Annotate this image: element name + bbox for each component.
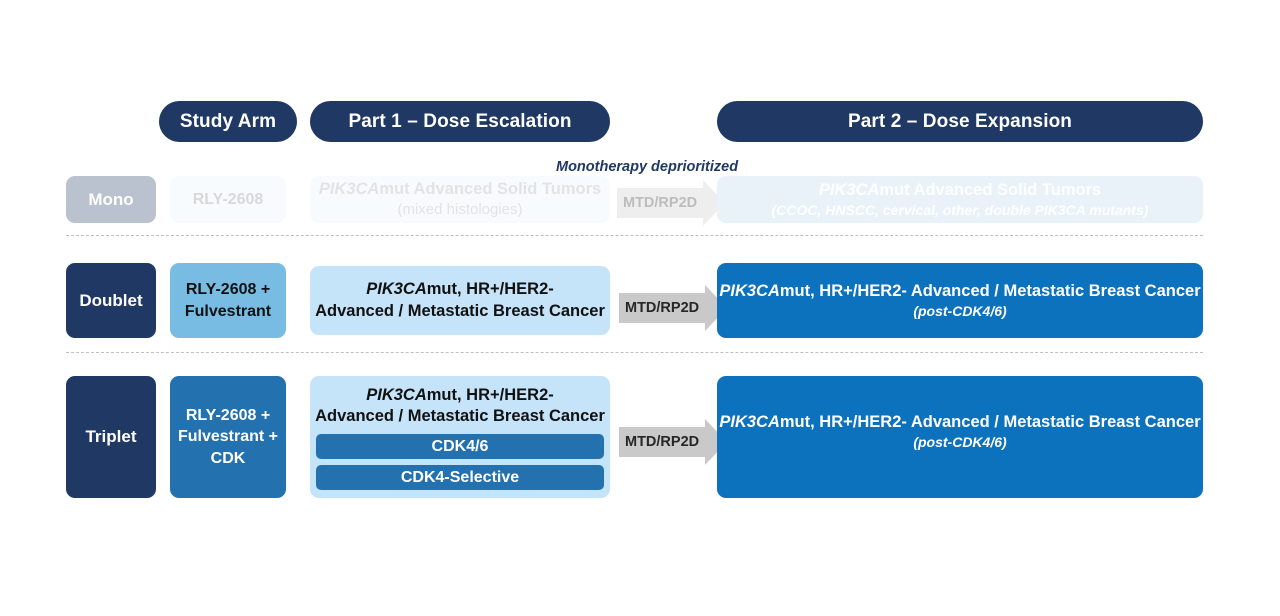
part2-note-mono: (CCOC, HNSCC, cervical, other, double PI… — [771, 202, 1149, 219]
part1-title-doublet: PIK3CAmut, HR+/HER2- — [366, 279, 554, 300]
part2-title-rest: mut, HR+/HER2- Advanced / Metastatic Bre… — [779, 413, 1201, 431]
part2-title-doublet: PIK3CAmut, HR+/HER2- Advanced / Metastat… — [719, 281, 1200, 302]
gene-name: PIK3CA — [366, 386, 427, 404]
gene-name: PIK3CA — [366, 280, 427, 299]
part1-title-triplet: PIK3CAmut, HR+/HER2- — [366, 385, 554, 406]
arrow-label: MTD/RP2D — [617, 188, 704, 218]
column-header-study-arm: Study Arm — [159, 101, 297, 142]
part1-note-mono: (mixed histologies) — [397, 201, 523, 219]
part1-subtitle-doublet: Advanced / Metastatic Breast Cancer — [315, 301, 605, 320]
gene-name: PIK3CA — [318, 180, 380, 199]
arrow-label: MTD/RP2D — [619, 293, 706, 323]
part1-title-rest: mut Advanced Solid Tumors — [379, 180, 602, 199]
part1-title-mono: PIK3CAmut Advanced Solid Tumors — [319, 179, 601, 200]
monotherapy-deprioritized-note: Monotherapy deprioritized — [556, 159, 739, 175]
arm-label-triplet: Triplet — [66, 376, 156, 498]
part2-title-rest: mut, HR+/HER2- Advanced / Metastatic Bre… — [779, 281, 1201, 300]
part2-note-triplet: (post-CDK4/6) — [913, 434, 1007, 451]
arrow-label: MTD/RP2D — [619, 427, 706, 457]
part1-subtitle-triplet: Advanced / Metastatic Breast Cancer — [315, 407, 605, 426]
arrow-mtd-rp2d-mono: MTD/RP2D — [617, 180, 726, 226]
part2-box-triplet: PIK3CAmut, HR+/HER2- Advanced / Metastat… — [717, 376, 1203, 498]
row-divider — [66, 235, 1203, 236]
part2-title-rest: mut Advanced Solid Tumors — [879, 180, 1102, 199]
row-divider — [66, 352, 1203, 353]
part1-title-rest: mut, HR+/HER2- — [426, 386, 554, 404]
part1-subbar-cdk46: CDK4/6 — [316, 433, 604, 459]
part1-title-rest: mut, HR+/HER2- — [426, 280, 554, 299]
part1-box-triplet: PIK3CAmut, HR+/HER2- Advanced / Metastat… — [310, 376, 610, 498]
part1-subbar-cdk4-selective: CDK4-Selective — [316, 464, 604, 490]
arm-drug-mono: RLY-2608 — [170, 176, 286, 223]
gene-name: PIK3CA — [719, 281, 780, 300]
arrow-head-icon — [703, 180, 726, 226]
part2-title-mono: PIK3CAmut Advanced Solid Tumors — [819, 180, 1101, 201]
column-header-part-1: Part 1 – Dose Escalation — [310, 101, 610, 142]
gene-name: PIK3CA — [719, 413, 780, 431]
arm-label-doublet: Doublet — [66, 263, 156, 338]
column-header-part-2: Part 2 – Dose Expansion — [717, 101, 1203, 142]
part2-note-doublet: (post-CDK4/6) — [913, 303, 1007, 320]
part2-box-mono: PIK3CAmut Advanced Solid Tumors (CCOC, H… — [717, 176, 1203, 223]
arm-drug-doublet: RLY-2608 + Fulvestrant — [170, 263, 286, 338]
part1-box-mono: PIK3CAmut Advanced Solid Tumors (mixed h… — [310, 176, 610, 223]
arrow-mtd-rp2d-doublet: MTD/RP2D — [619, 285, 728, 331]
gene-name: PIK3CA — [818, 180, 880, 199]
arm-drug-triplet: RLY-2608 + Fulvestrant + CDK — [170, 376, 286, 498]
part2-box-doublet: PIK3CAmut, HR+/HER2- Advanced / Metastat… — [717, 263, 1203, 338]
part1-box-doublet: PIK3CAmut, HR+/HER2- Advanced / Metastat… — [310, 266, 610, 335]
arrow-mtd-rp2d-triplet: MTD/RP2D — [619, 419, 728, 465]
arm-label-mono: Mono — [66, 176, 156, 223]
part2-title-triplet: PIK3CAmut, HR+/HER2- Advanced / Metastat… — [719, 412, 1200, 433]
